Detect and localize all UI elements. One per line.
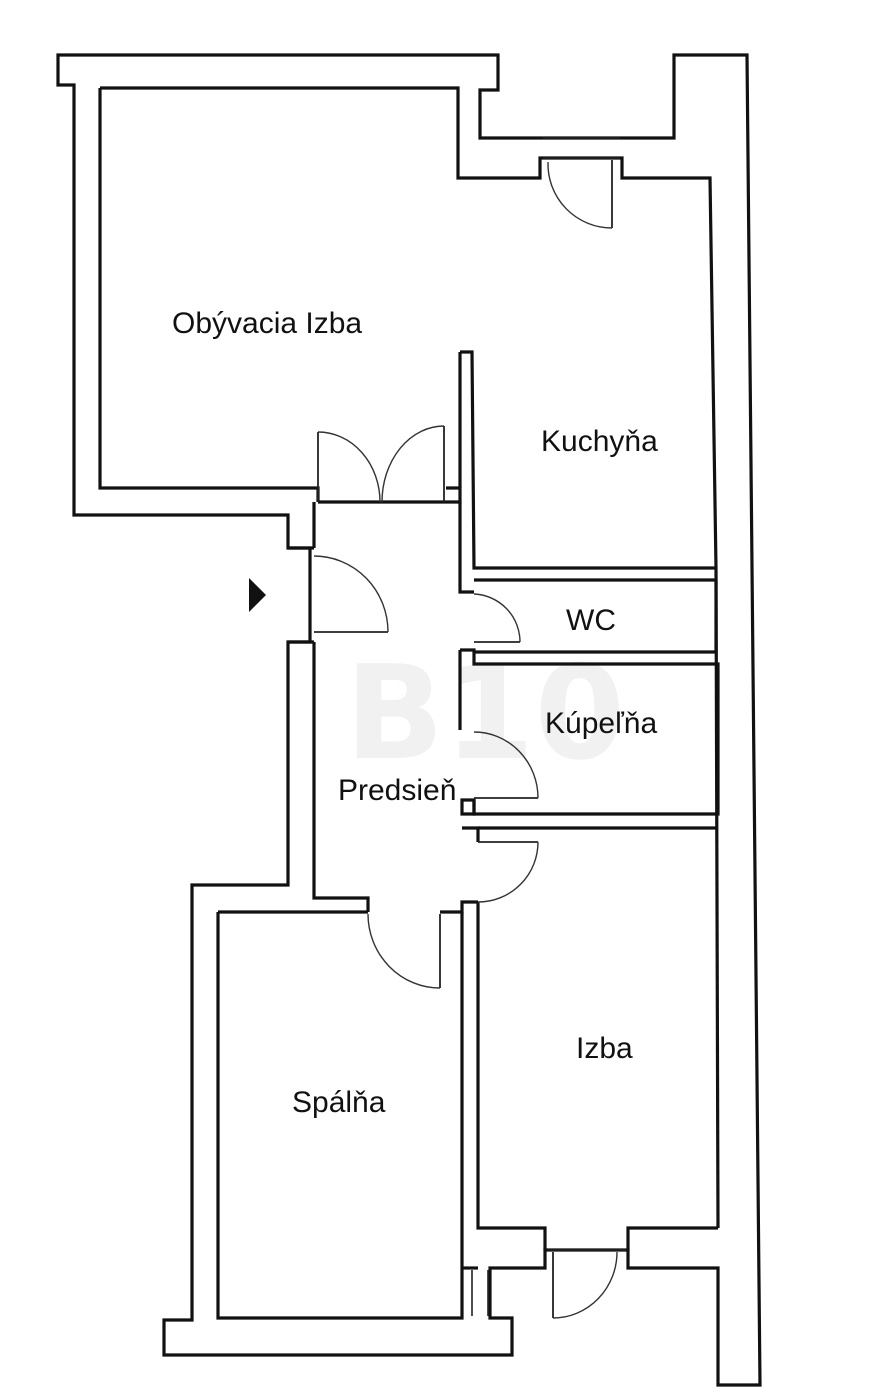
room-label-kupelna: Kúpeľňa bbox=[545, 707, 657, 740]
room-label-predsien: Predsieň bbox=[338, 774, 456, 807]
door-bathroom bbox=[473, 731, 539, 799]
room-label-kuchyna: Kuchyňa bbox=[541, 425, 658, 458]
room-labels: Obývacia Izba Kuchyňa WC Kúpeľňa Predsie… bbox=[172, 307, 658, 1119]
room-label-wc: WC bbox=[566, 604, 616, 637]
room-label-izba: Izba bbox=[576, 1032, 633, 1065]
door-wc bbox=[473, 593, 521, 643]
entrance-arrow-icon bbox=[249, 578, 266, 612]
interior-walls bbox=[216, 350, 720, 1320]
door-spalna bbox=[367, 913, 441, 989]
doors bbox=[313, 160, 618, 1319]
door-entrance bbox=[313, 555, 389, 633]
door-living-double bbox=[317, 425, 445, 503]
door-izba bbox=[477, 841, 539, 903]
watermark-logo: B10 bbox=[345, 637, 625, 789]
room-label-spalna: Spálňa bbox=[292, 1086, 386, 1119]
door-kitchen-balcony bbox=[547, 160, 613, 229]
windows bbox=[471, 137, 626, 1316]
room-label-obyvacia-izba: Obývacia Izba bbox=[172, 307, 362, 340]
door-izba-balcony bbox=[552, 1251, 618, 1319]
